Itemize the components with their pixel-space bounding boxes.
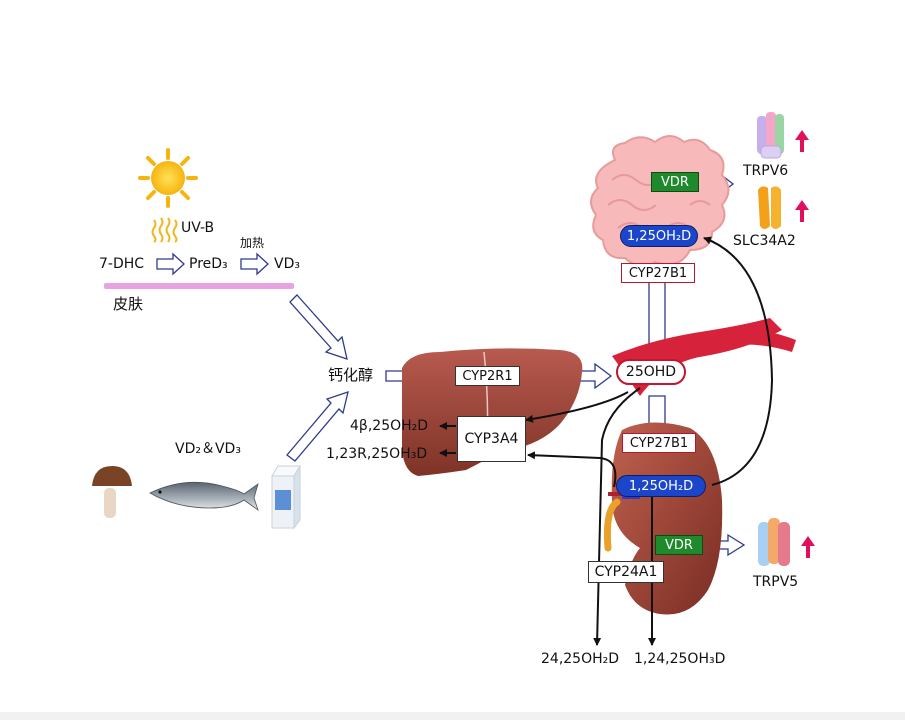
kidney-vdr-box: VDR bbox=[655, 535, 703, 555]
calciferol-label: 钙化醇 bbox=[328, 366, 374, 384]
skin-to-calciferol-arrow bbox=[289, 294, 348, 360]
intestine-vdr-box: VDR bbox=[651, 172, 699, 192]
slc34a2-up-arrow bbox=[795, 200, 809, 222]
bottom-bar bbox=[0, 712, 905, 720]
trpv6-up-arrow bbox=[795, 130, 809, 152]
output-2425-label: 24,25OH₂D bbox=[541, 651, 620, 667]
milk-carton-icon bbox=[271, 464, 301, 530]
pred3-label: PreD₃ bbox=[189, 256, 228, 272]
trpv5-up-arrow bbox=[801, 536, 815, 558]
heat-label: 加热 bbox=[240, 236, 265, 250]
fish-icon bbox=[149, 481, 259, 512]
intestine-cyp27b1-box: CYP27B1 bbox=[621, 263, 695, 283]
dhc-to-pred3-arrow bbox=[156, 252, 185, 276]
mushroom-icon bbox=[92, 466, 132, 518]
output-12425-label: 1,24,25OH₃D bbox=[634, 651, 726, 667]
trpv5-channel-icon bbox=[758, 518, 790, 566]
skin-layer bbox=[104, 283, 294, 289]
cyp3a4-enzyme-box: CYP3A4 bbox=[457, 416, 526, 462]
kidney-cyp27b1-box: CYP27B1 bbox=[622, 433, 696, 453]
ohd-to-cyp3a4-line bbox=[525, 391, 629, 423]
dhc-label: 7-DHC bbox=[99, 256, 145, 272]
skin-label: 皮肤 bbox=[113, 295, 144, 313]
metabolite-123r-label: 1,23R,25OH₃D bbox=[326, 446, 428, 462]
intestine-calcitriol-node: 1,25OH₂D bbox=[620, 225, 698, 247]
trpv6-label: TRPV6 bbox=[743, 163, 789, 179]
slc34a2-label: SLC34A2 bbox=[733, 233, 796, 249]
pred3-to-vd3-arrow bbox=[240, 252, 269, 276]
dietary-sources-label: VD₂＆VD₃ bbox=[175, 441, 241, 457]
slc34a2-channel-icon bbox=[758, 186, 781, 229]
diet-to-calciferol-arrow bbox=[286, 391, 349, 462]
vd3-label: VD₃ bbox=[274, 256, 300, 272]
cyp24a1-enzyme-box: CYP24A1 bbox=[588, 561, 664, 583]
uvb-label: UV-B bbox=[181, 220, 215, 236]
uv-rays-icon bbox=[151, 217, 178, 243]
kidney-to-intestine-calcitriol-curve bbox=[703, 236, 774, 486]
metabolite-4b-label: 4β,25OH₂D bbox=[350, 418, 429, 434]
25ohd-node: 25OHD bbox=[616, 359, 686, 385]
kidney-calcitriol-to-cyp3a4-line bbox=[527, 451, 617, 488]
trpv5-label: TRPV5 bbox=[753, 574, 799, 590]
sun-icon bbox=[138, 148, 198, 208]
kidney-calcitriol-node: 1,25OH₂D bbox=[616, 475, 706, 497]
trpv6-channel-icon bbox=[757, 112, 784, 159]
cyp2r1-enzyme-box: CYP2R1 bbox=[455, 366, 520, 386]
ohd-to-2425-arrow bbox=[593, 387, 641, 646]
